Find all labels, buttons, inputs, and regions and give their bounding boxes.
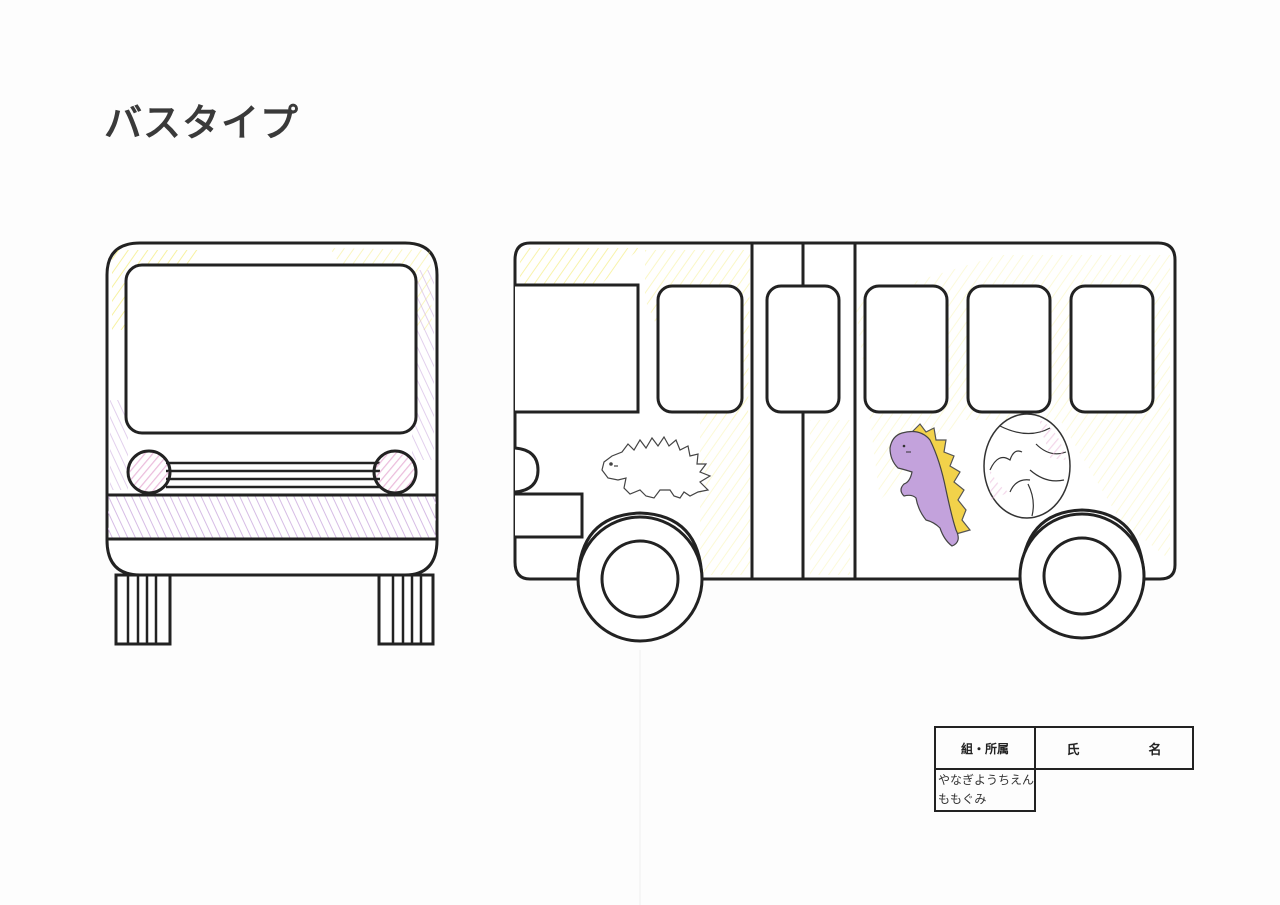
group-header-cell: 組・所属 bbox=[933, 726, 1037, 770]
bus-front-headlight-right bbox=[372, 449, 418, 495]
bus-side-view bbox=[513, 241, 1177, 643]
bus-front-grille bbox=[166, 461, 380, 489]
name-value-cell[interactable] bbox=[1034, 768, 1194, 811]
bus-side-light bbox=[514, 446, 540, 494]
bus-front-bumper bbox=[108, 495, 436, 539]
bus-side-door bbox=[750, 243, 857, 579]
group-value-line-1: やなぎようちえん bbox=[938, 773, 1035, 787]
bus-front-tire-left bbox=[114, 573, 172, 646]
bus-front-tire-right bbox=[377, 573, 435, 646]
bus-side-window-2 bbox=[863, 284, 949, 414]
bus-front-headlight-left bbox=[126, 449, 172, 495]
worksheet-title: バスタイプ bbox=[104, 101, 300, 145]
bus-side-wheel-front bbox=[576, 515, 704, 643]
bus-side-window-4 bbox=[1069, 284, 1155, 414]
egg-drawing bbox=[983, 413, 1071, 519]
bus-side-window-3 bbox=[966, 284, 1052, 414]
dinosaur-drawing-purple bbox=[889, 423, 972, 547]
bus-side-bumper bbox=[515, 492, 584, 539]
bus-front-view bbox=[105, 241, 439, 646]
name-entry-table: 組・所属 氏 名 やなぎようちえん ももぐみ bbox=[933, 726, 1195, 812]
group-value-line-2: ももぐみ bbox=[938, 792, 987, 806]
name-header-cell: 氏 名 bbox=[1034, 726, 1195, 770]
bus-side-driver-window bbox=[515, 283, 640, 414]
bus-side-window-door bbox=[765, 284, 841, 414]
bus-front-windshield bbox=[124, 263, 418, 435]
bus-side-window-1 bbox=[656, 284, 744, 414]
bus-side-wheel-rear bbox=[1018, 512, 1146, 640]
dinosaur-drawing-small bbox=[601, 435, 712, 499]
group-value-cell[interactable]: やなぎようちえん ももぐみ bbox=[933, 768, 1037, 812]
